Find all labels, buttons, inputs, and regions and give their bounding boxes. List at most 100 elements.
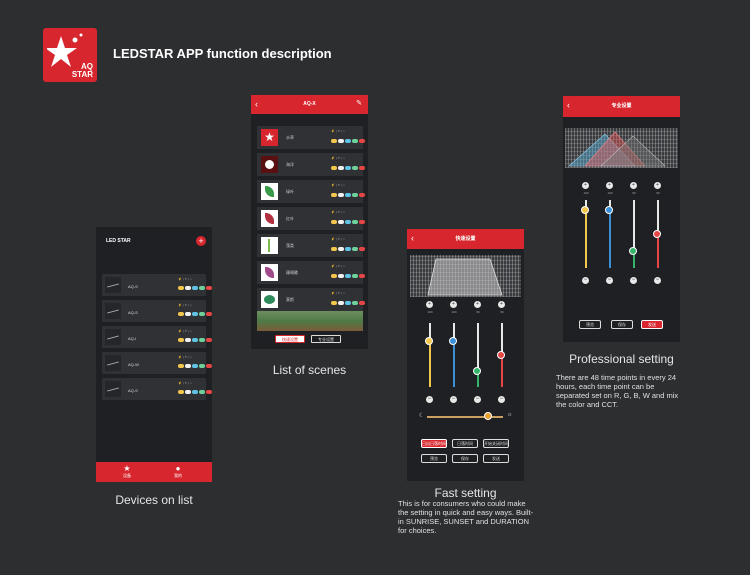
device-row[interactable]: AQ-I⚡|☀|⌂ bbox=[102, 326, 212, 348]
slider-knob[interactable] bbox=[605, 206, 613, 215]
slider-fill bbox=[501, 355, 503, 387]
device-thumbnail bbox=[105, 355, 121, 371]
dot-green bbox=[352, 166, 358, 170]
back-arrow-icon[interactable]: ‹ bbox=[567, 100, 570, 110]
dot-warm bbox=[331, 193, 337, 197]
scene-icon bbox=[261, 156, 278, 173]
device-row[interactable]: AQ-S⚡|☀|⌂ bbox=[102, 300, 212, 322]
scene-row[interactable]: 海洋⚡|☀|⌂ bbox=[257, 153, 365, 176]
scene-row[interactable]: 莫斯 ⚡|☀|⌂ bbox=[257, 288, 365, 311]
slider-track[interactable] bbox=[477, 323, 479, 387]
cct-knob[interactable] bbox=[483, 412, 492, 420]
scene-row[interactable]: 绿叶⚡|☀|⌂ bbox=[257, 180, 365, 203]
fast-setting-button[interactable]: 快速设置 bbox=[275, 335, 305, 343]
scene-status-icons: ⚡|☀|⌂ bbox=[331, 183, 346, 187]
dot-red bbox=[359, 247, 365, 251]
scene-name: 水草 bbox=[286, 135, 294, 140]
preset-sunset[interactable]: 日落时间 bbox=[452, 439, 478, 448]
scene-row[interactable]: ★水草⚡|☀|⌂ bbox=[257, 126, 365, 149]
dot-red bbox=[359, 139, 365, 143]
scene-status-icons: ⚡|☀|⌂ bbox=[331, 291, 346, 295]
device-row[interactable]: AQ-S⚡|☀|⌂ bbox=[102, 378, 212, 400]
slider-knob[interactable] bbox=[449, 336, 457, 345]
minus-icon[interactable]: − bbox=[450, 396, 457, 403]
slider-knob[interactable] bbox=[653, 230, 661, 238]
pro-setting-button[interactable]: 专业设置 bbox=[311, 335, 341, 343]
slider-value: 100 bbox=[451, 310, 457, 314]
add-device-button[interactable]: + bbox=[196, 236, 206, 246]
preview-button[interactable]: 预览 bbox=[421, 454, 447, 463]
plus-icon[interactable]: + bbox=[654, 182, 661, 189]
plus-icon[interactable]: + bbox=[426, 301, 433, 308]
slider-fill bbox=[609, 210, 611, 268]
channel-dots bbox=[178, 312, 212, 316]
preview-button[interactable]: 预览 bbox=[579, 320, 601, 329]
plus-icon[interactable]: + bbox=[498, 301, 505, 308]
pro-description: There are 48 time points in every 24 hou… bbox=[556, 373, 679, 409]
scene-icon: ★ bbox=[261, 129, 278, 146]
save-button[interactable]: 保存 bbox=[611, 320, 633, 329]
device-row[interactable]: AQ-S⚡|☀|⌂ bbox=[102, 274, 212, 296]
device-status-icons: ⚡|☀|⌂ bbox=[178, 277, 193, 281]
send-button[interactable]: 发送 bbox=[641, 320, 663, 329]
send-button[interactable]: 发送 bbox=[483, 454, 509, 463]
save-button[interactable]: 保存 bbox=[452, 454, 478, 463]
minus-icon[interactable]: − bbox=[582, 277, 589, 284]
dot-white bbox=[185, 364, 191, 368]
scene-name: 莫斯 bbox=[286, 297, 294, 302]
slider-knob[interactable] bbox=[497, 351, 505, 359]
slider-knob[interactable] bbox=[581, 206, 589, 215]
slider-knob[interactable] bbox=[473, 367, 481, 375]
channel-dots bbox=[178, 286, 212, 290]
plus-icon[interactable]: + bbox=[474, 301, 481, 308]
slider-track[interactable] bbox=[585, 200, 587, 268]
scene-row[interactable]: 红叶⚡|☀|⌂ bbox=[257, 207, 365, 230]
plus-icon[interactable]: + bbox=[582, 182, 589, 189]
tab-devices[interactable]: ★ 设备 bbox=[117, 464, 137, 479]
slider-track[interactable] bbox=[609, 200, 611, 268]
device-status-icons: ⚡|☀|⌂ bbox=[178, 303, 193, 307]
edit-icon[interactable]: ✎ bbox=[356, 100, 362, 107]
plus-icon[interactable]: + bbox=[450, 301, 457, 308]
dot-blue bbox=[192, 390, 198, 394]
slider-fill bbox=[585, 210, 587, 268]
scene-row[interactable]: 珊瑚礁⚡|☀|⌂ bbox=[257, 261, 365, 284]
dot-blue bbox=[192, 286, 198, 290]
plus-icon[interactable]: + bbox=[630, 182, 637, 189]
preset-sunrise-sunset[interactable]: 日出日落时间 bbox=[421, 439, 447, 448]
tab-mine[interactable]: ● 我的 bbox=[168, 464, 188, 479]
device-row[interactable]: AQ-W⚡|☀|⌂ bbox=[102, 352, 212, 374]
minus-icon[interactable]: − bbox=[606, 277, 613, 284]
device-status-icons: ⚡|☀|⌂ bbox=[178, 329, 193, 333]
minus-icon[interactable]: − bbox=[474, 396, 481, 403]
minus-icon[interactable]: − bbox=[630, 277, 637, 284]
channel-dots bbox=[331, 166, 365, 170]
minus-icon[interactable]: − bbox=[498, 396, 505, 403]
slider-knob[interactable] bbox=[425, 336, 433, 345]
scene-row[interactable]: 藻类⚡|☀|⌂ bbox=[257, 234, 365, 257]
slider-track[interactable] bbox=[633, 200, 635, 268]
pro-light-curve bbox=[565, 128, 678, 168]
dot-green bbox=[199, 312, 205, 316]
channel-dots bbox=[178, 390, 212, 394]
minus-icon[interactable]: − bbox=[426, 396, 433, 403]
dot-warm bbox=[178, 312, 184, 316]
preset-duration[interactable]: 开始关闭时间 bbox=[483, 439, 509, 448]
logo-text-aq: AQ bbox=[81, 62, 93, 71]
scenes-screen-title: AQ-X bbox=[303, 101, 316, 107]
dot-green bbox=[352, 139, 358, 143]
dot-warm bbox=[331, 220, 337, 224]
dot-warm bbox=[331, 166, 337, 170]
channel-dots bbox=[331, 247, 365, 251]
page-title: LEDSTAR APP function description bbox=[113, 46, 332, 61]
back-arrow-icon[interactable]: ‹ bbox=[255, 99, 258, 109]
plus-icon[interactable]: + bbox=[606, 182, 613, 189]
minus-icon[interactable]: − bbox=[654, 277, 661, 284]
slider-knob[interactable] bbox=[629, 247, 637, 255]
tab-devices-label: 设备 bbox=[123, 473, 131, 478]
dot-warm bbox=[331, 301, 337, 305]
back-arrow-icon[interactable]: ‹ bbox=[411, 233, 414, 243]
slider-track[interactable] bbox=[453, 323, 455, 387]
dot-white bbox=[338, 247, 344, 251]
slider-track[interactable] bbox=[429, 323, 431, 387]
